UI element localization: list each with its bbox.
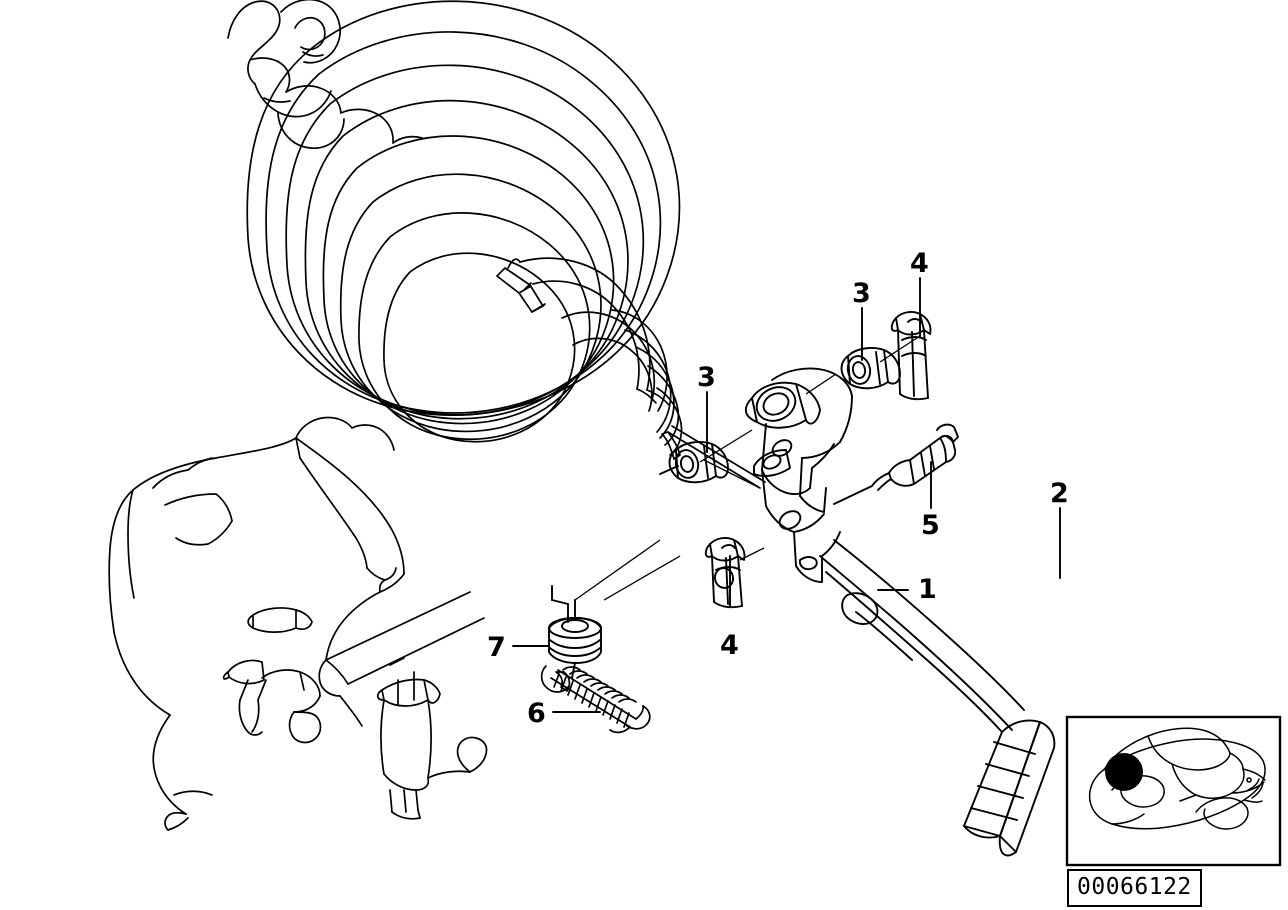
retaining-clip-upper <box>890 310 932 401</box>
callout-number-4a: 4 <box>910 248 929 279</box>
vehicle-location-inset <box>1065 715 1282 867</box>
assembly-guide-lines <box>574 335 921 601</box>
booster-assembly <box>227 0 766 489</box>
stop-buffer-grommet <box>548 585 602 679</box>
pivot-bushing-upper <box>840 347 901 390</box>
master-cylinder-group <box>227 0 423 149</box>
callout-leader-lines <box>512 277 1061 713</box>
callout-number-7: 7 <box>487 632 506 663</box>
callout-number-6: 6 <box>527 698 546 729</box>
callout-number-3a: 3 <box>852 278 871 309</box>
pedal-lever-assembly <box>744 367 1056 857</box>
diagram-id-label: 00066122 <box>1067 869 1202 907</box>
vacuum-booster-body <box>246 0 766 489</box>
callout-number-4b: 4 <box>720 630 739 661</box>
callout-number-5: 5 <box>921 510 940 541</box>
pivot-bushing-lower <box>659 441 729 484</box>
callout-number-3b: 3 <box>697 362 716 393</box>
clevis-pin <box>833 423 959 505</box>
return-spring <box>540 665 651 734</box>
callout-number-1: 1 <box>918 574 937 605</box>
location-marker-dot <box>1105 753 1143 791</box>
callout-number-2: 2 <box>1050 478 1069 509</box>
pedal-support-bracket <box>108 416 488 831</box>
retaining-clip-lower <box>704 536 746 609</box>
